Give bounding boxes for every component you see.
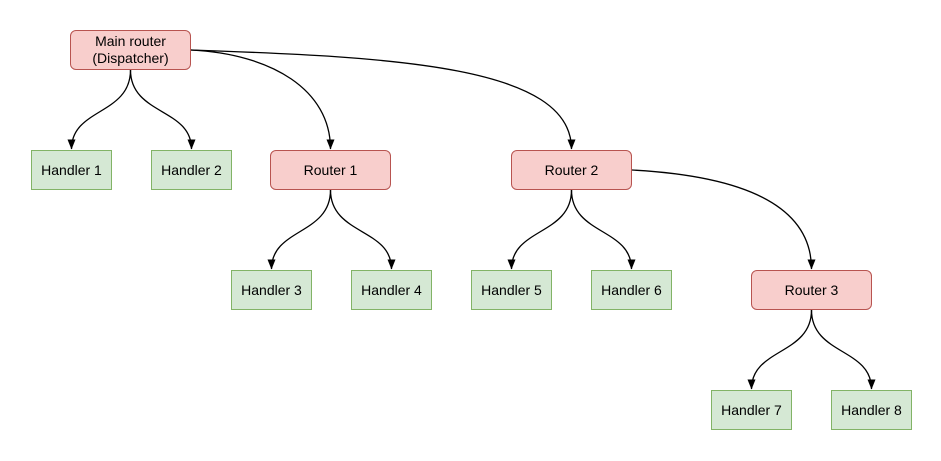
node-handler-5-label: Handler 5 — [481, 281, 542, 298]
node-handler-3: Handler 3 — [231, 270, 312, 310]
node-handler-8-label: Handler 8 — [841, 401, 902, 418]
node-router-2-label: Router 2 — [544, 161, 599, 178]
edge-main-router-to-handler-2 — [129, 69, 196, 150]
edge-router-3-to-handler-7 — [747, 309, 813, 390]
node-router-2: Router 2 — [511, 150, 632, 190]
node-main-router: Main router (Dispatcher) — [70, 30, 191, 70]
node-handler-5: Handler 5 — [471, 270, 552, 310]
node-main-router-label-line2: (Dispatcher) — [92, 50, 169, 66]
node-handler-2-label: Handler 2 — [161, 161, 222, 178]
node-router-1: Router 1 — [270, 150, 391, 190]
node-router-1-label: Router 1 — [303, 161, 358, 178]
edge-main-router-to-handler-1 — [67, 69, 132, 150]
node-handler-3-label: Handler 3 — [241, 281, 302, 298]
node-handler-1: Handler 1 — [31, 150, 112, 190]
edge-main-router-to-router-1 — [190, 49, 335, 150]
node-handler-2: Handler 2 — [151, 150, 232, 190]
node-main-router-label-line1: Main router — [95, 33, 166, 49]
edge-router-3-to-handler-8 — [810, 309, 876, 390]
node-handler-6-label: Handler 6 — [601, 281, 662, 298]
node-router-3: Router 3 — [751, 270, 872, 310]
edge-router-2-to-router-3 — [631, 169, 816, 270]
edge-main-router-to-router-2 — [190, 49, 576, 150]
node-router-3-label: Router 3 — [784, 281, 839, 298]
node-handler-4-label: Handler 4 — [361, 281, 422, 298]
edge-router-2-to-handler-5 — [507, 189, 573, 270]
node-handler-8: Handler 8 — [831, 390, 912, 430]
edge-router-2-to-handler-6 — [570, 189, 636, 270]
node-handler-4: Handler 4 — [351, 270, 432, 310]
edge-router-1-to-handler-3 — [267, 189, 332, 270]
node-handler-6: Handler 6 — [591, 270, 672, 310]
node-handler-7-label: Handler 7 — [721, 401, 782, 418]
node-handler-1-label: Handler 1 — [41, 161, 102, 178]
node-handler-7: Handler 7 — [711, 390, 792, 430]
edge-router-1-to-handler-4 — [329, 189, 396, 270]
